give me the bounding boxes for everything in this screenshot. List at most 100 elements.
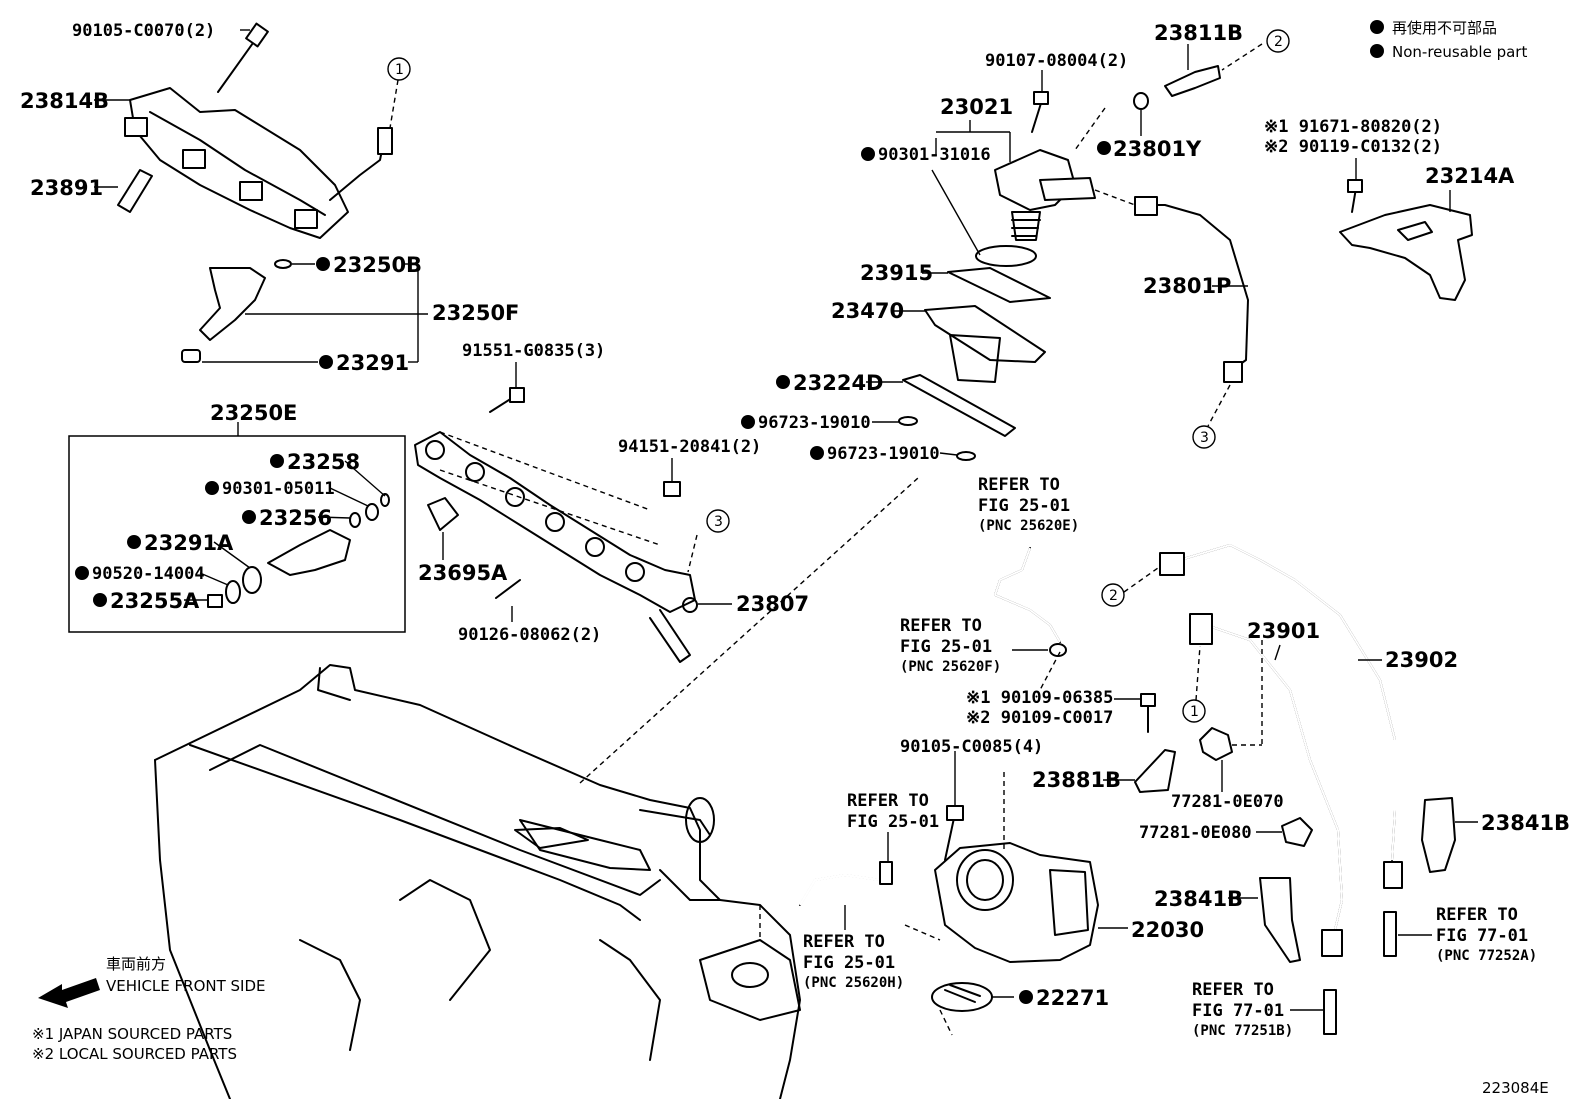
clip-77281-0e080-shape <box>1281 817 1313 847</box>
callout-1-text: 1 <box>395 62 404 78</box>
callout-3-text: 3 <box>714 514 723 530</box>
non-reusable-dot-icon <box>741 415 755 429</box>
label-94151-20841: 94151-20841(2) <box>618 437 761 457</box>
vehicle-front-en: VEHICLE FRONT SIDE <box>106 977 266 995</box>
note-japan-sourced: ※1 JAPAN SOURCED PARTS <box>32 1025 232 1043</box>
hose-23902-shape <box>1179 544 1396 861</box>
callout-2 <box>1266 29 1290 53</box>
fuel-pump-group <box>898 65 1249 461</box>
label-23807: 23807 <box>736 592 809 616</box>
callout-2 <box>1101 583 1125 607</box>
label-90109-c0017: ※2 90109-C0017 <box>966 708 1113 728</box>
label-23214a: 23214A <box>1425 164 1515 188</box>
label-23224d: 23224D <box>793 371 884 395</box>
fuel-pipe-outlet <box>649 609 691 663</box>
pump-o-ring-shape <box>975 245 1037 267</box>
bolt-head-shape <box>1033 91 1049 105</box>
label-23814b: 23814B <box>20 89 109 113</box>
label-90107-08004: 90107-08004(2) <box>985 51 1128 71</box>
fuel-pipe-shape <box>414 431 696 613</box>
svg-text:REFER TO: REFER TO <box>978 475 1060 495</box>
label-23811b: 23811B <box>1154 21 1243 45</box>
injector-kit-injector-shape <box>267 529 351 576</box>
label-96723-19010-a: 96723-19010 <box>758 413 871 433</box>
connector-23841b-shape <box>1259 877 1301 963</box>
non-reusable-dot-icon <box>319 355 333 369</box>
svg-text:(PNC 25620E): (PNC 25620E) <box>978 518 1079 534</box>
non-reusable-dot-icon <box>1370 20 1384 34</box>
non-reusable-dot-icon <box>270 454 284 468</box>
rail-bracket-shape <box>182 149 206 169</box>
rail-bracket-shape <box>294 209 318 229</box>
callout-1-text: 1 <box>1190 704 1199 720</box>
label-90119-c0132: ※2 90119-C0132(2) <box>1264 137 1442 157</box>
pipe-end-shape <box>1223 361 1243 383</box>
label-23915: 23915 <box>860 261 933 285</box>
svg-text:FIG 77-01: FIG 77-01 <box>1436 926 1528 946</box>
rail-bracket-shape <box>124 117 148 137</box>
label-23256: 23256 <box>259 506 332 530</box>
throttle-body-22030-shape <box>934 842 1099 963</box>
bolt-shape <box>1031 99 1043 133</box>
housing-23470-shape <box>924 305 1046 363</box>
protector-23214a-shape <box>1339 204 1473 301</box>
label-23291a: 23291A <box>144 531 234 555</box>
bolt-shape <box>489 397 513 413</box>
non-reusable-dot-icon <box>776 375 790 389</box>
insulator-shape <box>207 594 223 608</box>
bolt-head-shape <box>509 387 525 403</box>
pipe-end-shape <box>377 127 393 155</box>
throttle-motor-shape <box>1049 869 1089 936</box>
protector-arrow-shape <box>1397 221 1433 241</box>
pump-connector-shape <box>1039 177 1096 201</box>
callout-3 <box>706 509 730 533</box>
non-reusable-dot-icon <box>1097 141 1111 155</box>
svg-text:FIG 77-01: FIG 77-01 <box>1192 1001 1284 1021</box>
bolt-head-shape <box>245 22 269 48</box>
label-90520-14004: 90520-14004 <box>92 564 205 584</box>
o-ring-shape <box>225 580 241 604</box>
legend-non-reusable-ja: 再使用不可部品 <box>1392 19 1497 37</box>
hose-ref-25620e-shape <box>994 547 1061 643</box>
ring-shape <box>380 493 390 507</box>
clamp-shape <box>427 497 459 531</box>
o-ring-shape <box>898 416 918 426</box>
legend: 再使用不可部品 Non-reusable part <box>1370 19 1527 61</box>
fuel-delivery-pipe-group <box>117 22 393 363</box>
non-reusable-dot-icon <box>861 147 875 161</box>
svg-text:REFER TO: REFER TO <box>1192 980 1274 1000</box>
non-reusable-dot-icon <box>93 593 107 607</box>
vehicle-front-ja: 車両前方 <box>106 955 166 973</box>
injector-kit-box <box>68 435 406 633</box>
callout-1 <box>387 57 411 81</box>
label-22030: 22030 <box>1131 918 1204 942</box>
svg-text:REFER TO: REFER TO <box>847 791 929 811</box>
label-23250b: 23250B <box>333 253 422 277</box>
arrow-left-icon <box>38 978 100 1008</box>
fuel-pipe-23807-group <box>414 387 698 663</box>
engine-outline <box>154 664 801 1099</box>
label-90301-05011: 90301-05011 <box>222 479 335 499</box>
label-23902: 23902 <box>1385 648 1458 672</box>
stud-shape <box>495 579 521 599</box>
rail-bracket-shape <box>239 181 263 201</box>
label-23021: 23021 <box>940 95 1013 119</box>
svg-text:FIG 25-01: FIG 25-01 <box>978 496 1070 516</box>
fuel-rail-shape <box>129 87 349 239</box>
label-90105-c0085: 90105-C0085(4) <box>900 737 1043 757</box>
ref-77251b: REFER TO FIG 77-01 (PNC 77251B) <box>1192 980 1293 1039</box>
ref-77252a: REFER TO FIG 77-01 (PNC 77252A) <box>1436 905 1537 964</box>
label-91551-g0835: 91551-G0835(3) <box>462 341 605 361</box>
label-77281-0e080: 77281-0E080 <box>1139 823 1252 843</box>
non-reusable-dot-icon <box>810 446 824 460</box>
hose-end-shape <box>1321 929 1343 957</box>
hose-stub-shape <box>1383 911 1397 957</box>
ref-25620f: REFER TO FIG 25-01 (PNC 25620F) <box>900 616 1001 675</box>
ring-shape <box>349 512 361 528</box>
non-reusable-dot-icon <box>205 481 219 495</box>
label-23841b-a: 23841B <box>1481 811 1570 835</box>
pipe-23801p-shape <box>1139 204 1249 371</box>
insulator-shape <box>181 349 201 363</box>
